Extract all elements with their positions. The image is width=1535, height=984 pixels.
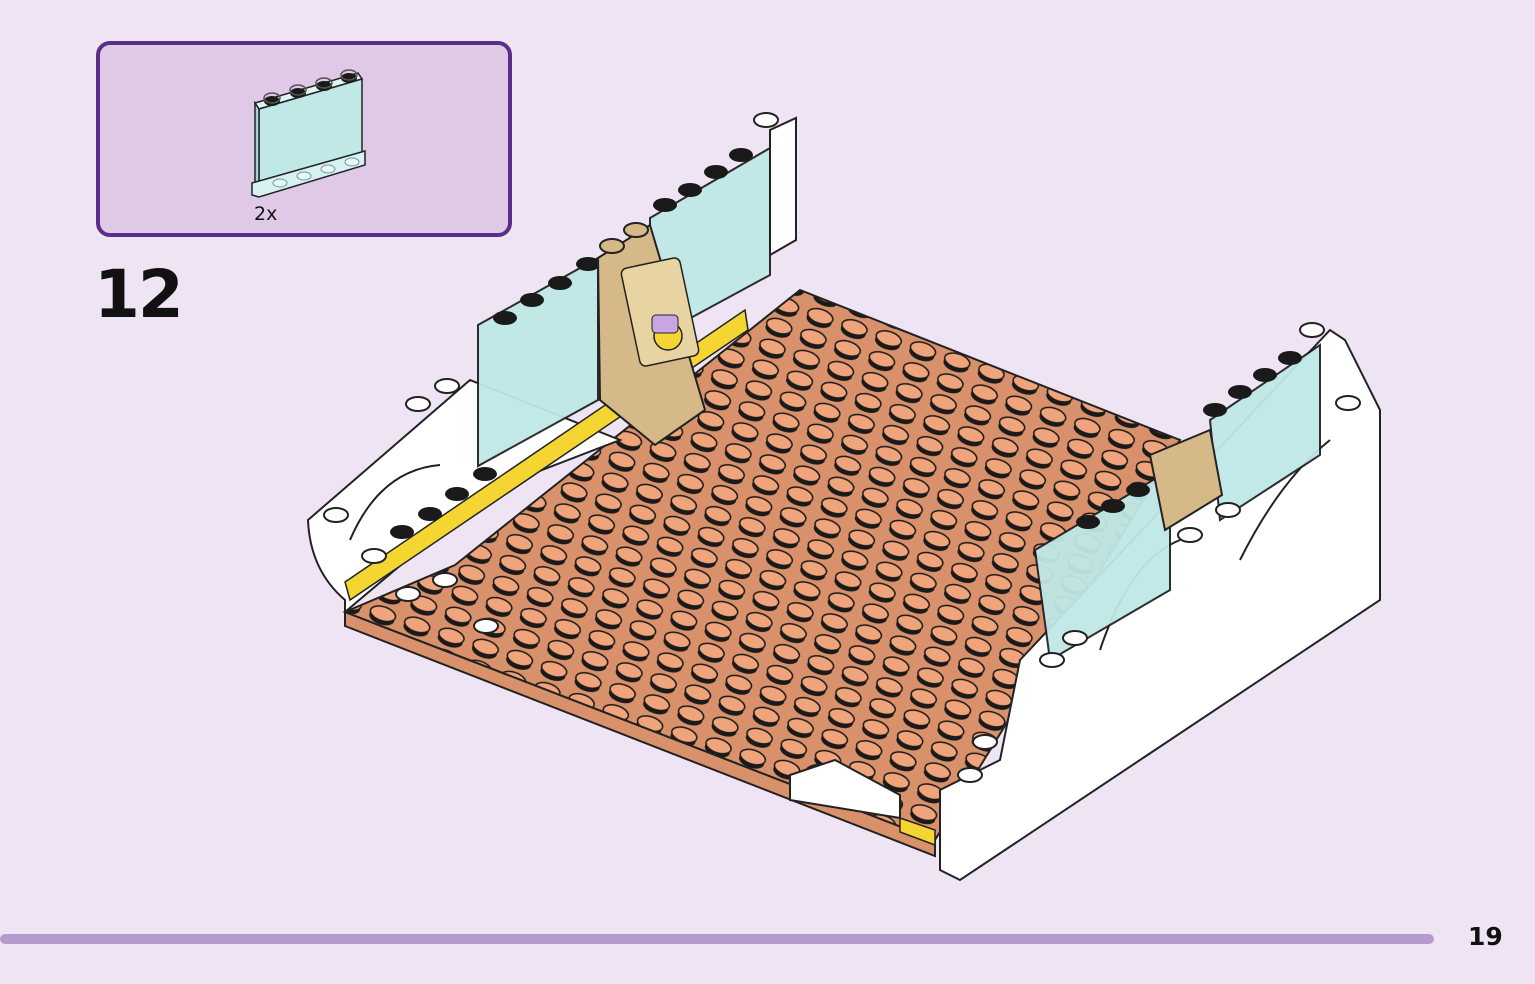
- right-panel-studs: [1076, 351, 1302, 529]
- transparent-panel-1x4x3-icon: [251, 69, 366, 198]
- yellow-tile-right: [899, 816, 936, 847]
- back-panel-studs: [493, 148, 753, 325]
- right-tan-brick: [1148, 428, 1224, 532]
- progress-bar: [0, 934, 1434, 944]
- right-panel-front: [1033, 468, 1171, 662]
- step-number: 12: [94, 256, 184, 333]
- left-wall-studs: [323, 378, 499, 634]
- model-illustration: [306, 112, 1381, 882]
- back-right-white-wall: [769, 116, 797, 257]
- part-quantity: 2x: [254, 203, 278, 225]
- left-wall-dark-studs: [390, 467, 497, 539]
- front-corner-plate: [789, 758, 901, 820]
- parts-callout: 2x: [96, 41, 512, 237]
- page-number: 19: [1468, 922, 1503, 951]
